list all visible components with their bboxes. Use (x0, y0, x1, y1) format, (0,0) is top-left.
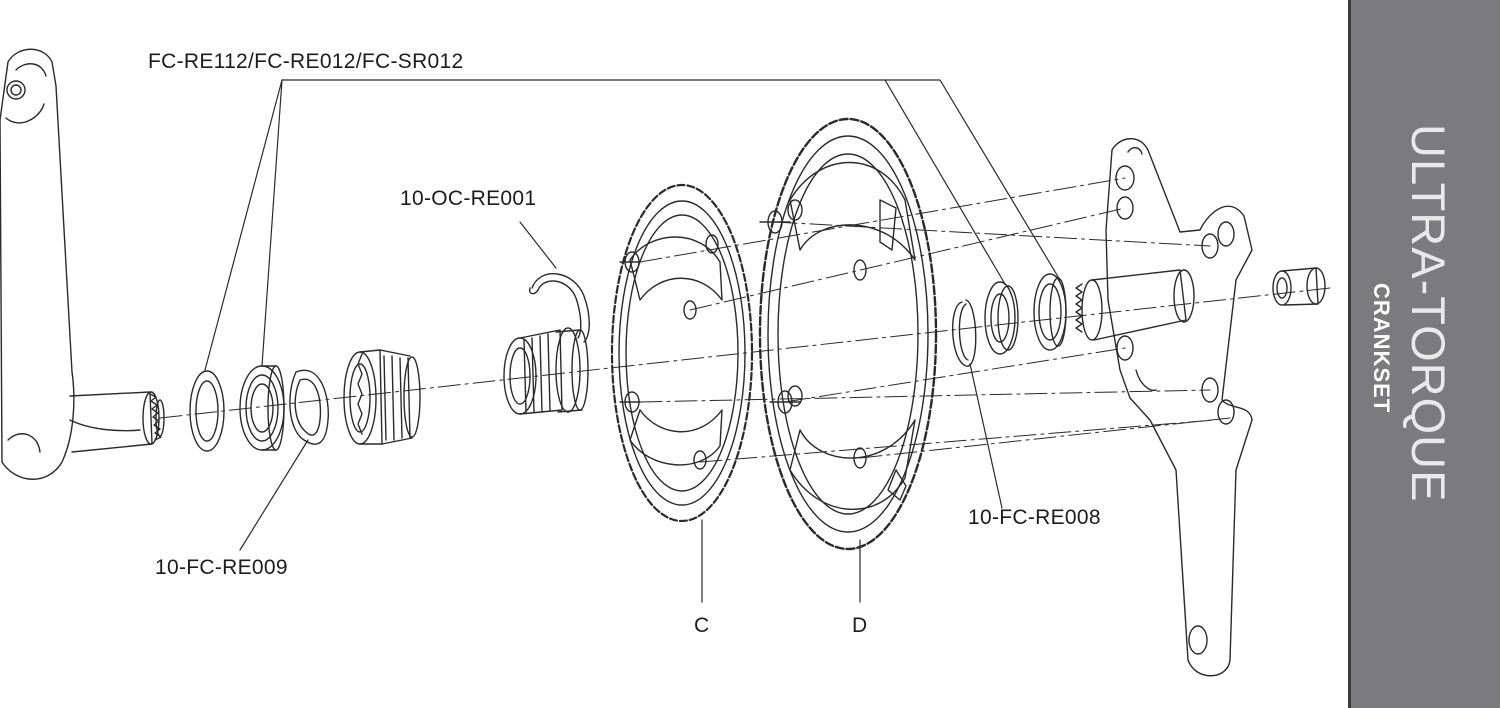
circlip (528, 273, 590, 343)
bearing-left (239, 365, 285, 451)
spacer-washer (189, 370, 225, 452)
side-panel-title: ULTRA-TORQUE (1402, 124, 1455, 503)
chainring-c (610, 183, 754, 523)
bb-cup-right (503, 327, 589, 415)
callout-chainring-d: D (852, 614, 867, 637)
bb-cup-left (343, 349, 421, 445)
callout-10-fc-re009: 10-FC-RE009 (155, 556, 288, 579)
right-spindle (1075, 269, 1195, 341)
side-panel-subtitle: CRANKSET (1369, 283, 1394, 414)
right-crank-arm (1105, 138, 1253, 677)
callout-chainring-c: C (694, 614, 709, 637)
axis-lines (159, 177, 1331, 463)
chainring-d (758, 117, 938, 551)
side-panel (1348, 0, 1500, 708)
exploded-crankset-diagram: FC-RE112/FC-RE012/FC-SR012 10-OC-RE001 1… (0, 48, 1331, 677)
callout-10-oc-re001: 10-OC-RE001 (400, 187, 536, 210)
bearing-right (984, 273, 1067, 355)
wave-washer (289, 369, 329, 445)
callout-fc-re112: FC-RE112/FC-RE012/FC-SR012 (148, 50, 464, 73)
dust-cap (1272, 267, 1326, 306)
callout-10-fc-re008: 10-FC-RE008 (968, 506, 1101, 529)
left-crank-arm (0, 48, 165, 480)
snap-ring (952, 299, 977, 367)
leader-lines (204, 79, 1061, 603)
